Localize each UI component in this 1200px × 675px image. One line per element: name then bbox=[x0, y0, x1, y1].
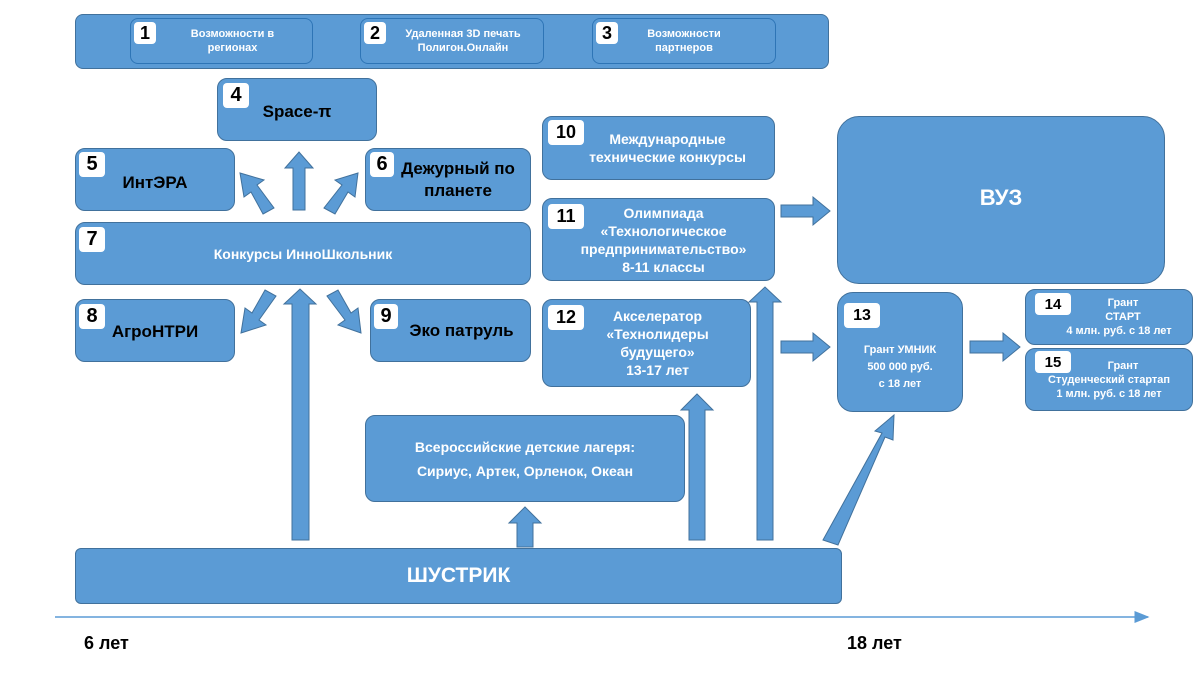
box-vuz-label: ВУЗ bbox=[979, 185, 1023, 210]
box-vuz[interactable]: ВУЗ bbox=[837, 116, 1165, 284]
arrow-shustrik-to-konkursy bbox=[282, 288, 318, 541]
box-grant-student-title: Грант bbox=[1107, 359, 1139, 372]
box-eko-label: Эко патруль bbox=[409, 320, 514, 340]
top-item-regions-label: Возможности в регионах bbox=[190, 28, 275, 54]
arrow-accel-to-umnik bbox=[780, 331, 831, 363]
top-item-regions[interactable]: Возможности в регионах bbox=[130, 18, 313, 64]
box-eko-number: 9 bbox=[374, 304, 398, 329]
box-space-pi[interactable]: Space-π bbox=[217, 78, 377, 141]
arrow-shustrik-to-accel bbox=[679, 393, 715, 541]
box-dezhurny-number: 6 bbox=[370, 152, 394, 177]
arrow-to-dezhurny bbox=[323, 172, 359, 215]
box-agro-label: АгроНТРИ bbox=[111, 321, 199, 341]
box-grant-student-content: Грант Студенческий стартап 1 млн. руб. с… bbox=[1048, 359, 1170, 401]
box-accelerator-number: 12 bbox=[548, 305, 584, 330]
box-shustrik[interactable]: ШУСТРИК bbox=[75, 548, 842, 604]
top-item-3d-print-number: 2 bbox=[364, 22, 386, 44]
arrow-umnik-to-grants bbox=[969, 331, 1021, 363]
box-grant-student[interactable]: Грант Студенческий стартап 1 млн. руб. с… bbox=[1025, 348, 1193, 411]
box-grant-start-sub: 4 млн. руб. с 18 лет bbox=[1066, 325, 1172, 337]
box-accelerator[interactable]: Акселератор «Технолидеры будущего» 13-17… bbox=[542, 299, 751, 387]
top-item-3d-print-label: Удаленная 3D печать Полигон.Онлайн bbox=[405, 28, 521, 54]
age-start-label: 6 лет bbox=[84, 633, 129, 653]
box-olimpiada-number: 11 bbox=[548, 204, 584, 229]
box-grant-start-content: Грант СТАРТ 4 млн. руб. с 18 лет bbox=[1046, 296, 1171, 338]
arrow-to-space bbox=[283, 151, 315, 211]
arrow-to-agro bbox=[240, 289, 277, 334]
top-item-regions-number: 1 bbox=[134, 22, 156, 44]
box-shustrik-label: ШУСТРИК bbox=[406, 564, 511, 587]
box-space-pi-label: Space-π bbox=[262, 101, 332, 121]
age-end-label: 18 лет bbox=[847, 633, 902, 653]
arrow-shustrik-to-umnik bbox=[822, 413, 895, 546]
box-mezhdunarodnye[interactable]: Международные технические конкурсы bbox=[542, 116, 775, 180]
box-grant-student-sub: Студенческий стартап 1 млн. руб. с 18 ле… bbox=[1047, 373, 1171, 400]
box-grant-start-title: Грант СТАРТ bbox=[1105, 297, 1141, 323]
arrow-to-intera bbox=[239, 172, 275, 215]
box-konkursy-number: 7 bbox=[79, 227, 105, 252]
box-accelerator-label: Акселератор «Технолидеры будущего» 13-17… bbox=[606, 308, 709, 378]
box-grant-start-number: 14 bbox=[1035, 293, 1071, 315]
box-mezhdunarodnye-number: 10 bbox=[548, 120, 584, 145]
box-umnik-label: Грант УМНИК 500 000 руб. с 18 лет bbox=[863, 343, 937, 390]
box-dezhurny-label: Дежурный по планете bbox=[401, 158, 515, 200]
box-intera-label: ИнтЭРА bbox=[122, 172, 188, 192]
box-konkursy-label: Конкурсы ИнноШкольник bbox=[213, 245, 393, 262]
arrow-shustrik-to-camps bbox=[507, 506, 543, 548]
top-item-3d-print[interactable]: Удаленная 3D печать Полигон.Онлайн bbox=[360, 18, 544, 64]
box-konkursy[interactable]: Конкурсы ИнноШкольник bbox=[75, 222, 531, 285]
top-item-partners-number: 3 bbox=[596, 22, 618, 44]
box-umnik-number: 13 bbox=[844, 303, 880, 328]
top-item-partners-label: Возможности партнеров bbox=[647, 28, 721, 54]
box-camps[interactable]: Всероссийские детские лагеря: Сириус, Ар… bbox=[365, 415, 685, 502]
arrow-to-eko bbox=[326, 289, 362, 334]
box-intera-number: 5 bbox=[79, 152, 105, 177]
box-space-pi-number: 4 bbox=[223, 83, 249, 108]
box-grant-student-number: 15 bbox=[1035, 351, 1071, 373]
box-olimpiada-label: Олимпиада «Технологическое предпринимате… bbox=[580, 204, 747, 275]
box-agro-number: 8 bbox=[79, 304, 105, 329]
top-item-partners[interactable]: Возможности партнеров bbox=[592, 18, 776, 64]
box-mezhdunarodnye-label: Международные технические конкурсы bbox=[589, 131, 746, 165]
arrow-shustrik-to-olimp bbox=[747, 286, 783, 541]
box-camps-label: Всероссийские детские лагеря: Сириус, Ар… bbox=[414, 438, 636, 479]
arrow-olimp-to-vuz bbox=[780, 195, 831, 227]
